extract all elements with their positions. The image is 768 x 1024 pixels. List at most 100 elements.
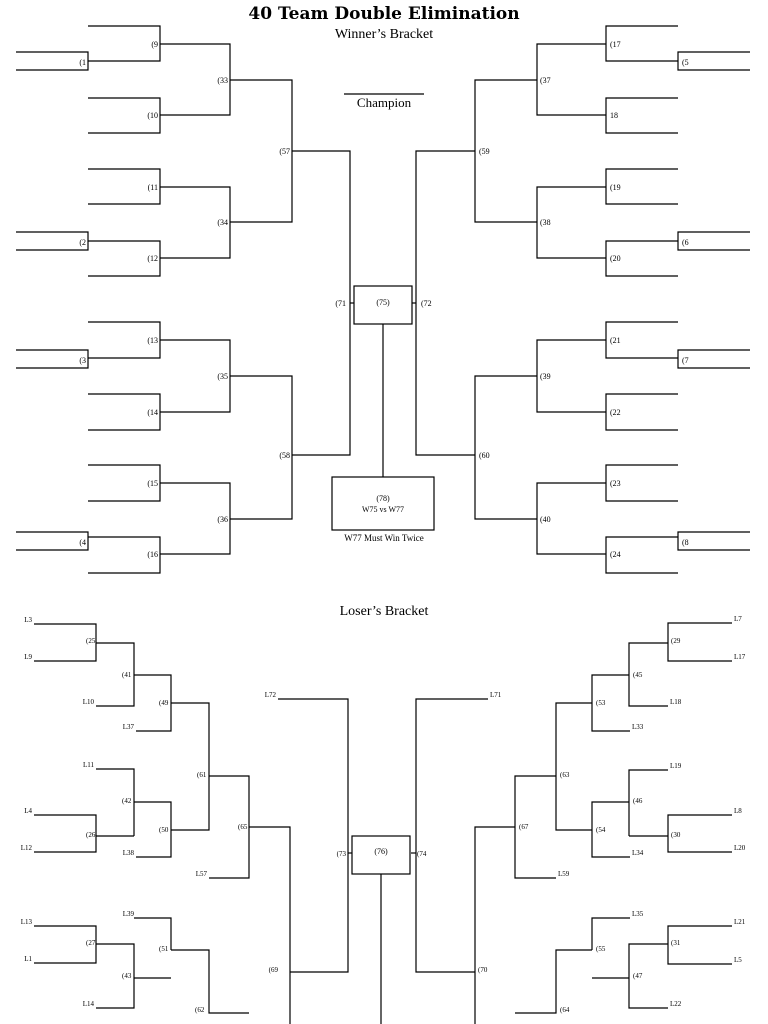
winners-left-r1-bracket: [16, 531, 89, 551]
winners-right-r1-bracket: [677, 531, 750, 551]
game-label: (64: [560, 1006, 570, 1014]
losers-left-bracket: [171, 702, 210, 831]
game-label: (11: [148, 183, 158, 192]
page-title: 40 Team Double Elimination: [248, 4, 520, 24]
losers-right-bracket: [415, 698, 488, 973]
game-label: (70: [478, 966, 488, 974]
game-label: (73: [337, 850, 347, 858]
game-label: (9: [151, 40, 158, 49]
game-label: (45: [633, 671, 643, 679]
game-label: (31: [671, 939, 681, 947]
grand-final-box: (78) W75 vs W77: [332, 493, 434, 515]
game-label: (15: [147, 479, 158, 488]
game-label: (19: [610, 183, 621, 192]
game-label: (12: [147, 254, 158, 263]
game-label: (54: [596, 826, 606, 834]
game-label: (24: [610, 550, 621, 559]
winners-left-r1-bracket: [16, 51, 89, 71]
game-label: (22: [610, 408, 621, 417]
loser-entry-label: L10: [83, 698, 95, 706]
game-label: (51: [159, 945, 169, 953]
game-label: (13: [147, 336, 158, 345]
winners-left-r1-bracket: [16, 349, 89, 369]
losers-right-bracket: [515, 949, 592, 1014]
game-label: (63: [560, 771, 570, 779]
loser-entry-label: L38: [123, 849, 135, 857]
winners-right-r1-bracket: [677, 349, 750, 369]
loser-entry-label: L18: [670, 698, 682, 706]
game-label: (14: [147, 408, 158, 417]
game-label: (36: [217, 515, 228, 524]
game-label: (16: [147, 550, 158, 559]
winners-left-r2-bracket: [88, 25, 161, 62]
game-label: (10: [147, 111, 158, 120]
game-label: (26: [86, 831, 96, 839]
loser-entry-label: L20: [734, 844, 746, 852]
grand-final-game: (78): [376, 494, 390, 503]
loser-entry-label: L5: [734, 956, 742, 964]
game-label: (23: [610, 479, 621, 488]
game-label: (37: [540, 76, 551, 85]
losers-right-bracket: [667, 925, 732, 965]
champion-label: Champion: [356, 95, 412, 110]
game-label: (71: [335, 299, 346, 308]
game-label: (25: [86, 637, 96, 645]
loser-entry-label: L14: [83, 1000, 95, 1008]
loser-entry-label: L17: [734, 653, 746, 661]
game-label: (39: [540, 372, 551, 381]
losers-left-bracket: [134, 917, 172, 950]
losers-right-bracket: [474, 826, 515, 1024]
losers-right-bracket: [667, 814, 732, 853]
game-label: (55: [596, 945, 606, 953]
game-label: (5: [682, 58, 689, 67]
losers-left-bracket: [96, 768, 135, 836]
losers-left-bracket: [96, 943, 135, 1009]
game-label: (72: [421, 299, 432, 308]
bracket-lines: [16, 25, 750, 1024]
loser-entry-label: L21: [734, 918, 746, 926]
loser-entry-label: L35: [632, 910, 644, 918]
game-label: (3: [79, 356, 86, 365]
loser-entry-label: L3: [24, 616, 32, 624]
loser-entry-label: L12: [21, 844, 33, 852]
game-label: (58: [279, 451, 290, 460]
game-label: (2: [79, 238, 86, 247]
game-label: (50: [159, 826, 169, 834]
game-label: (69: [269, 966, 279, 974]
losers-left-bracket: [249, 826, 291, 1024]
game-label: (7: [682, 356, 689, 365]
loser-entry-label: L22: [670, 1000, 682, 1008]
game-label: (46: [633, 797, 643, 805]
loser-entry-label: L8: [734, 807, 742, 815]
loser-entry-label: L71: [490, 691, 502, 699]
loser-entry-label: L1: [24, 955, 32, 963]
winners-left-r2-bracket: [88, 536, 161, 574]
winners-left-r4-bracket: [230, 375, 293, 520]
game-label: (29: [671, 637, 681, 645]
game-label: (38: [540, 218, 551, 227]
game-label: (21: [610, 336, 621, 345]
game-label: (35: [217, 372, 228, 381]
game-label: (1: [79, 58, 86, 67]
losers-right-bracket: [628, 943, 668, 1009]
game-label: (62: [195, 1006, 205, 1014]
winners-final-game: (75): [376, 298, 390, 307]
game-label: (57: [279, 147, 290, 156]
losers-final-box: [351, 835, 411, 875]
game-label: (43: [122, 972, 132, 980]
losers-final-game: (76): [374, 847, 388, 856]
winners-right-r1-bracket: [677, 231, 750, 251]
game-label: (60: [479, 451, 490, 460]
winners-right-r2-bracket: [605, 536, 678, 574]
losers-right-bracket: [555, 702, 592, 831]
game-label: (49: [159, 699, 169, 707]
losers-left-bracket: [171, 949, 249, 1014]
game-label: (61: [197, 771, 207, 779]
game-label: (74: [417, 850, 427, 858]
grand-final-matchup: W75 vs W77: [361, 505, 405, 514]
game-label: (30: [671, 831, 681, 839]
losers-right-bracket: [628, 769, 668, 836]
loser-entry-label: L72: [265, 691, 277, 699]
game-label: (6: [682, 238, 689, 247]
